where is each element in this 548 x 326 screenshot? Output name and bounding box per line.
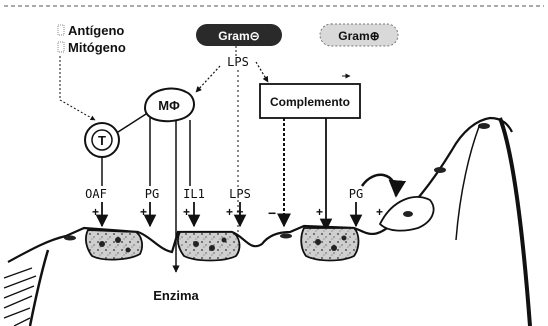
sign-complement-positive: + (316, 205, 323, 219)
lps-bottom-label: LPS (229, 187, 251, 201)
complement-box: Complemento (260, 84, 360, 118)
gram-positive-bacterium: Gram⊕ (320, 24, 398, 46)
lining-cell-nucleus (434, 167, 446, 173)
enzyme-label: Enzima (153, 288, 199, 303)
svg-text:T: T (98, 133, 106, 148)
antigen-label: Antígeno (58, 23, 124, 38)
arrow-antigen-to-tcell (60, 56, 95, 120)
sign-pg-right: + (376, 205, 383, 219)
arrow-lps-to-complement (256, 62, 268, 82)
bone-surface (8, 118, 512, 262)
mitogen-label: Mitógeno (58, 40, 126, 55)
lining-cell-nucleus (64, 236, 76, 241)
sign-complement-negative: − (268, 205, 276, 221)
pg-left-label: PG (145, 187, 159, 201)
link-macrophage-tcell (118, 114, 146, 132)
svg-text:MΦ: MΦ (158, 98, 180, 113)
osteoclast-left (86, 230, 142, 260)
il1-label: IL1 (183, 187, 205, 201)
osteoblast-cell (380, 197, 434, 231)
pg-right-label: PG (349, 187, 363, 201)
svg-text:Gram⊝: Gram⊝ (218, 29, 259, 43)
svg-text:Complemento: Complemento (270, 95, 350, 109)
svg-text:Antígeno: Antígeno (68, 23, 124, 38)
oaf-label: OAF (85, 187, 107, 201)
t-cell: T (85, 123, 119, 157)
lining-cell-nucleus (280, 234, 292, 239)
svg-text:Mitógeno: Mitógeno (68, 40, 126, 55)
gram-negative-bacterium: Gram⊝ (196, 24, 282, 46)
osteoclast-middle (178, 232, 240, 261)
svg-text:Gram⊕: Gram⊕ (338, 29, 379, 43)
osteoclast-right (301, 228, 358, 261)
sign-lps: + + (226, 205, 243, 219)
sign-oaf: + (92, 205, 99, 219)
arrow-lps-to-macrophage (196, 66, 220, 92)
sign-il1: + (183, 205, 190, 219)
tooth-root-line (500, 118, 530, 326)
macrophage-cell: MΦ (145, 89, 194, 122)
lps-top-label: LPS (227, 55, 249, 69)
curved-pg-arrow (362, 175, 396, 196)
gingiva-outline (456, 124, 480, 240)
sign-pg-left: + (140, 205, 147, 219)
